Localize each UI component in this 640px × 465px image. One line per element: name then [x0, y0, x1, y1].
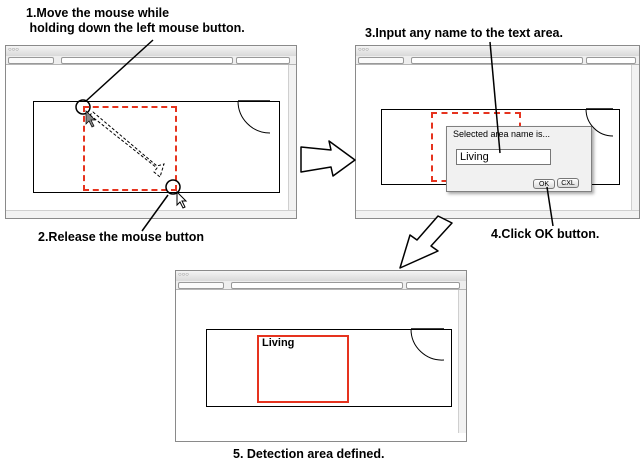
search-bar[interactable] [586, 57, 636, 64]
area-name-input[interactable]: Living [456, 149, 551, 165]
browser-window-step5: ○○○ Living [175, 270, 467, 442]
cancel-button[interactable]: CXL [557, 178, 579, 188]
step3-caption: 3.Input any name to the text area. [365, 26, 563, 40]
step2-caption: 2.Release the mouse button [38, 230, 205, 244]
flow-arrow-down-left-icon [399, 215, 453, 269]
vertical-scrollbar[interactable] [631, 65, 639, 210]
vertical-scrollbar[interactable] [458, 290, 466, 433]
search-bar[interactable] [406, 282, 460, 289]
horizontal-scrollbar[interactable] [6, 210, 296, 218]
selection-rectangle-dragging [83, 106, 177, 191]
nav-buttons[interactable] [8, 57, 54, 64]
search-bar[interactable] [236, 57, 290, 64]
browser-window-step1: ○○○ [5, 45, 297, 219]
vertical-scrollbar[interactable] [288, 65, 296, 210]
window-controls-icon[interactable]: ○○○ [358, 47, 369, 53]
address-bar[interactable] [61, 57, 233, 64]
horizontal-scrollbar[interactable] [356, 210, 639, 218]
detection-area [257, 335, 349, 403]
area-name-dialog: Selected area name is... Living OK CXL [446, 126, 592, 192]
window-controls-icon[interactable]: ○○○ [8, 47, 19, 53]
detection-area-label: Living [262, 337, 295, 349]
nav-buttons[interactable] [178, 282, 224, 289]
toolbar [6, 56, 296, 65]
address-bar[interactable] [231, 282, 403, 289]
toolbar [176, 281, 466, 290]
address-bar[interactable] [411, 57, 583, 64]
dialog-title: Selected area name is... [453, 129, 551, 139]
step4-caption: 4.Click OK button. [491, 227, 600, 241]
ok-button[interactable]: OK [533, 179, 555, 189]
nav-buttons[interactable] [358, 57, 404, 64]
window-controls-icon[interactable]: ○○○ [178, 272, 189, 278]
step1-caption: 1.Move the mouse while holding down the … [26, 6, 245, 35]
step5-caption: 5. Detection area defined. [233, 447, 385, 461]
toolbar [356, 56, 639, 65]
flow-arrow-right-icon [300, 140, 356, 177]
browser-window-step3: ○○○ Selected area name is... Living OK C… [355, 45, 640, 219]
